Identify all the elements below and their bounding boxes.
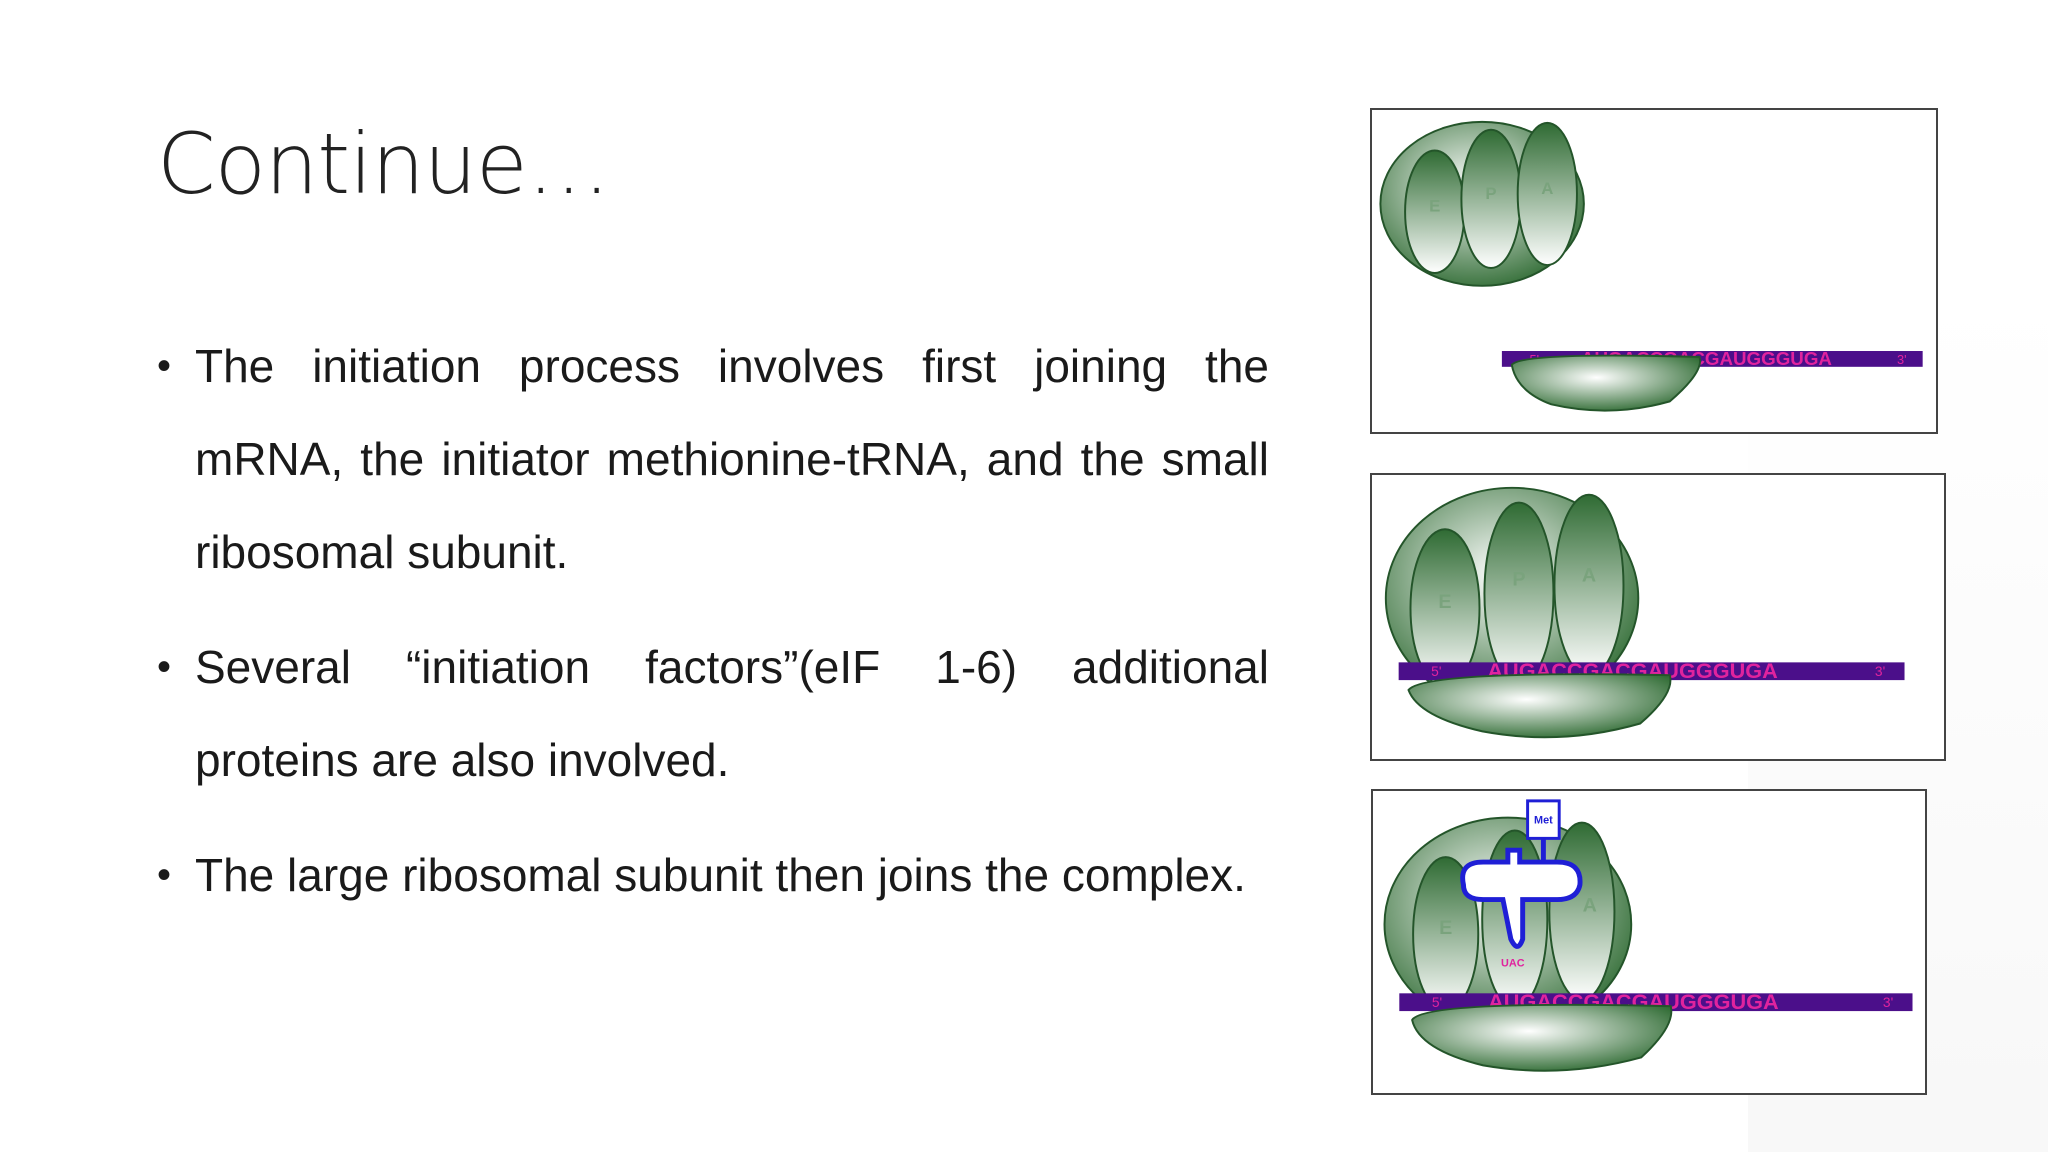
small-subunit: [1411, 1003, 1673, 1072]
bullet-text: The large ribosomal subunit then joins t…: [195, 849, 1246, 901]
site-label-e: E: [1438, 591, 1451, 613]
site-label-a: A: [1582, 565, 1596, 587]
small-subunit: [1510, 354, 1702, 412]
bullet-item: • The initiation process involves first j…: [157, 320, 1269, 599]
site-label-a: A: [1541, 179, 1553, 198]
bullet-item: • The large ribosomal subunit then joins …: [157, 829, 1269, 922]
bullet-icon: •: [157, 853, 172, 897]
bullet-icon: •: [157, 645, 172, 689]
bullet-text: Several “initiation factors”(eIF 1-6) ad…: [195, 641, 1269, 786]
site-label-e: E: [1429, 197, 1440, 216]
three-prime-label: 3': [1875, 664, 1885, 679]
three-prime-label: 3': [1897, 352, 1907, 367]
five-prime-label: 5': [1432, 994, 1442, 1010]
ribosome-diagram: E P A 5' AUGACCGACGAUGGGUGA 3': [1384, 486, 1905, 739]
ribosome-panel-separated: E P A 5' AUGACCGACGAUGGGUGA 3': [1370, 108, 1938, 434]
bullet-item: • Several “initiation factors”(eIF 1-6) a…: [157, 621, 1269, 807]
ribosome-diagram: E P A Met UAC 5' AUGACCGACGAUGGGUGA 3': [1383, 799, 1913, 1072]
bullet-list: • The initiation process involves first j…: [157, 320, 1269, 944]
anticodon-label: UAC: [1501, 958, 1525, 970]
amino-acid-label: Met: [1534, 815, 1553, 827]
small-subunit: [1407, 673, 1672, 739]
three-prime-label: 3': [1883, 994, 1893, 1010]
ribosome-panel-trna: E P A Met UAC 5' AUGACCGACGAUGGGUGA 3': [1371, 789, 1927, 1095]
slide-title: Continue…: [157, 115, 611, 213]
ribosome-diagram: E P A 5' AUGACCGACGAUGGGUGA 3': [1379, 120, 1923, 412]
site-label-p: P: [1485, 184, 1496, 203]
trna-molecule: Met UAC: [1460, 799, 1583, 970]
large-subunit: E P A: [1384, 486, 1640, 710]
ribosome-panel-initiation: E P A 5' AUGACCGACGAUGGGUGA 3': [1370, 473, 1946, 761]
large-subunit: E P A: [1379, 120, 1585, 287]
bullet-text: The initiation process involves first jo…: [195, 340, 1269, 578]
bullet-icon: •: [157, 344, 172, 388]
site-label-p: P: [1512, 568, 1525, 590]
site-label-a: A: [1583, 894, 1597, 916]
five-prime-label: 5': [1431, 664, 1441, 679]
site-label-e: E: [1439, 917, 1452, 939]
